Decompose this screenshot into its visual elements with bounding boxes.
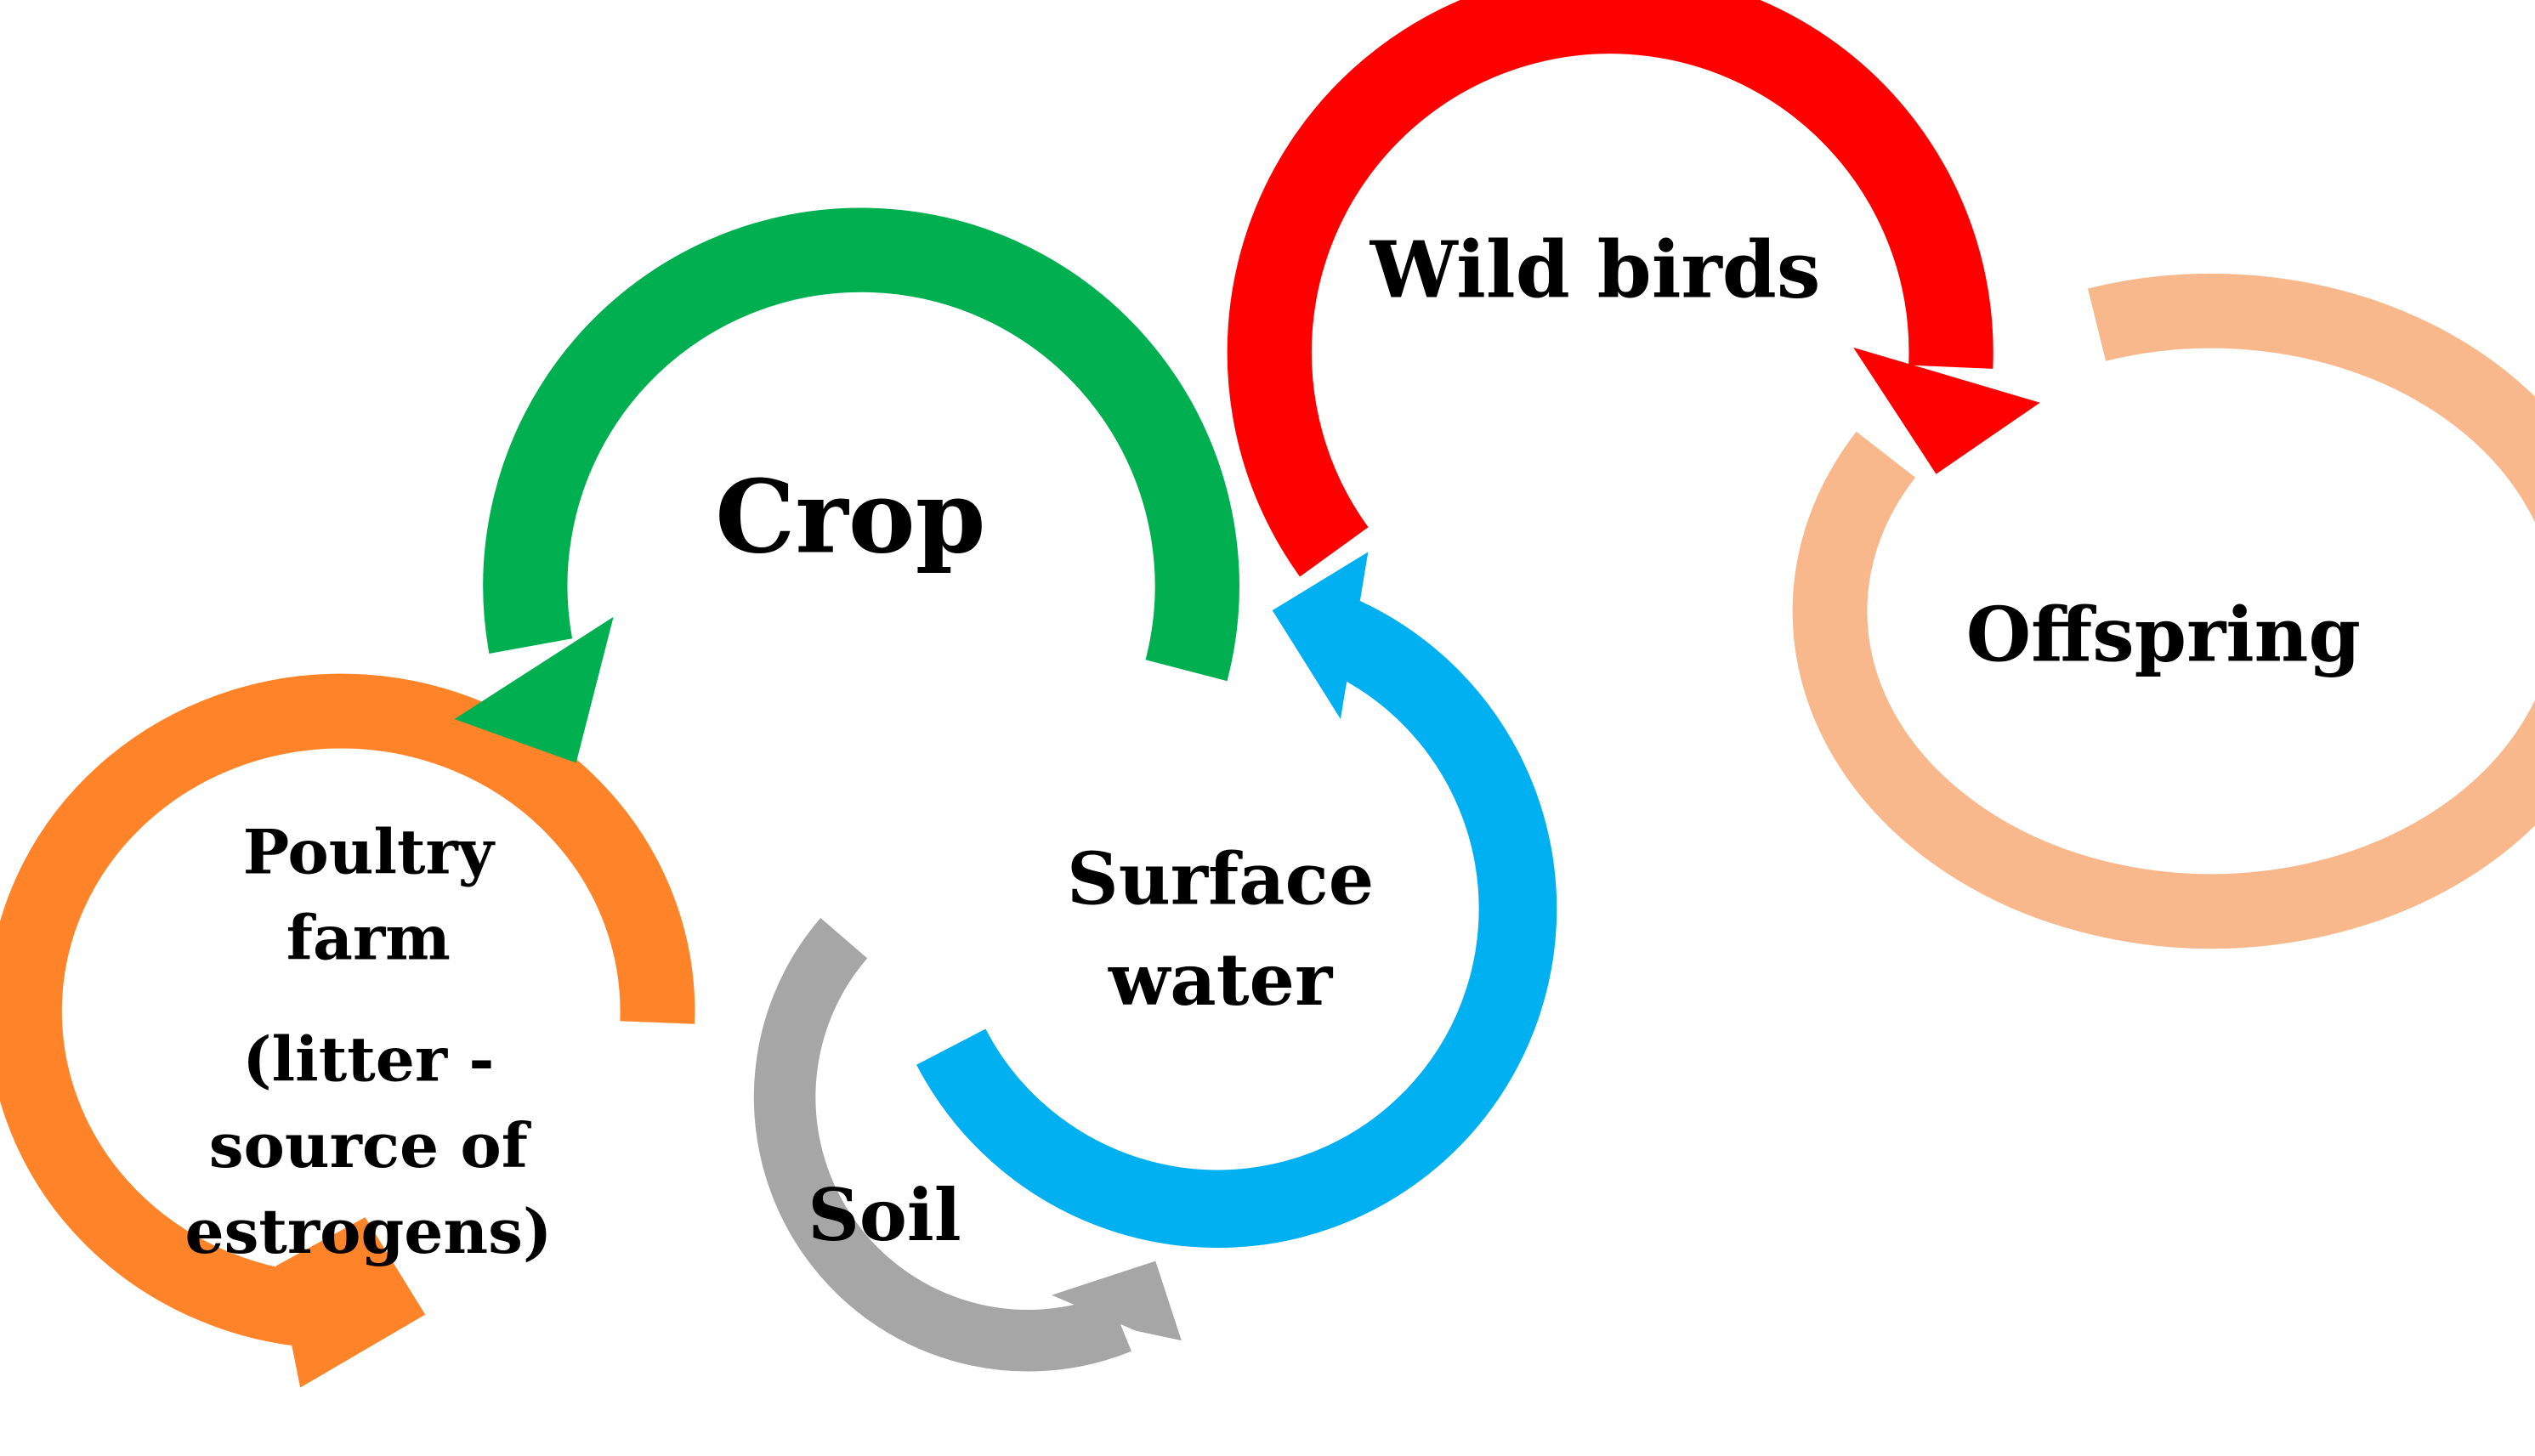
surface-water-label-line: water xyxy=(1108,938,1334,1022)
surface-water-label-line: Surface xyxy=(1067,837,1374,921)
soil-label: Soil xyxy=(808,1173,961,1257)
crop-label: Crop xyxy=(715,457,985,575)
poultry-farm-label-line: estrogens) xyxy=(184,1196,552,1268)
poultry-farm-label-line: Poultry xyxy=(243,816,496,888)
poultry-farm-label-line: source of xyxy=(209,1110,532,1182)
poultry-farm-label-line: (litter - xyxy=(242,1024,494,1096)
crop-arrow xyxy=(454,207,1239,763)
offspring-ring xyxy=(1792,273,2535,949)
surface-water-arrow xyxy=(916,552,1557,1249)
poultry-farm-label: Poultry farm (litter - source of estroge… xyxy=(184,816,552,1268)
poultry-farm-arrow xyxy=(0,673,695,1388)
wild-birds-arrow xyxy=(1227,0,2040,577)
surface-water-label: Surface water xyxy=(1067,837,1374,1022)
poultry-farm-label-line: farm xyxy=(286,903,451,975)
offspring-label: Offspring xyxy=(1966,591,2361,678)
wild-birds-label: Wild birds xyxy=(1370,224,1821,316)
soil-arrow xyxy=(753,918,1182,1372)
